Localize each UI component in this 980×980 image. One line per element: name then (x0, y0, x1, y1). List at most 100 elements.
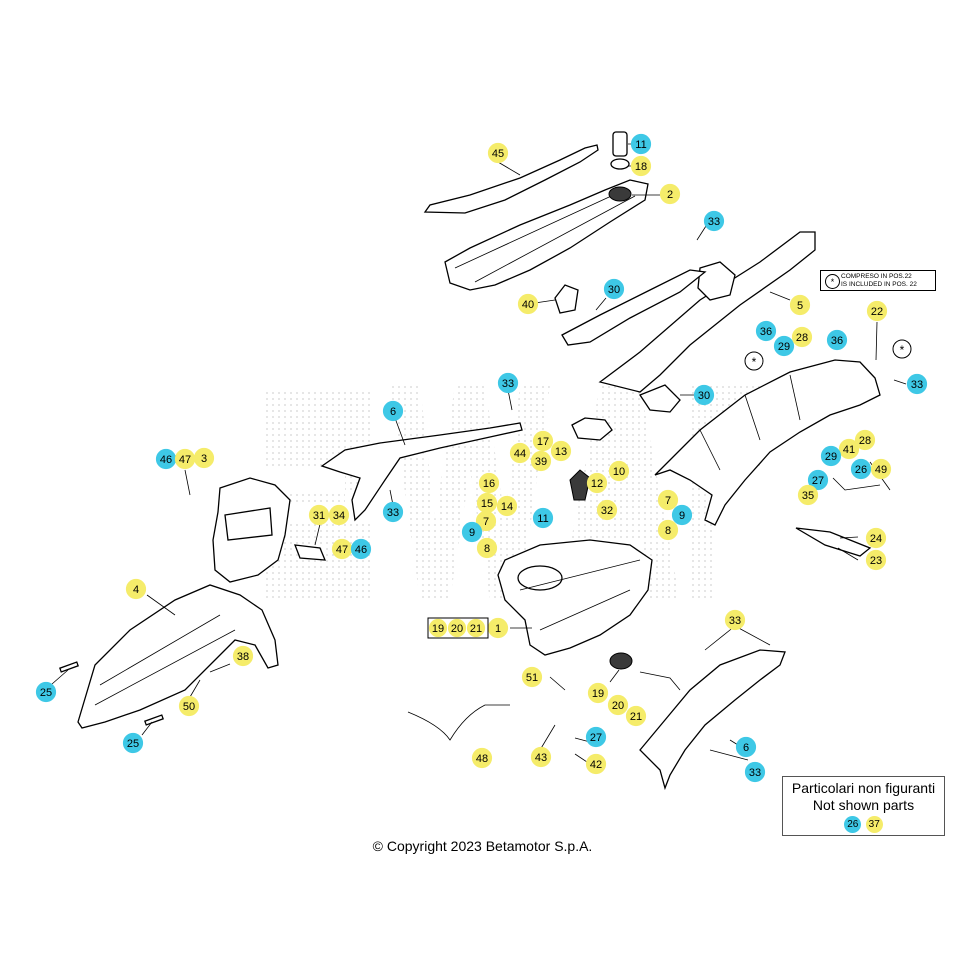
callout-number: 28 (796, 332, 808, 344)
callout-33: 33 (906, 373, 928, 395)
callout-7: 7 (657, 489, 679, 511)
callout-16: 16 (478, 472, 500, 494)
callout-number: 23 (870, 555, 882, 567)
callout-33: 33 (724, 609, 746, 631)
svg-text:*: * (752, 355, 757, 369)
callout-number: 25 (40, 687, 52, 699)
callout-46: 46 (155, 448, 177, 470)
callout-51: 51 (521, 666, 543, 688)
callout-number: 25 (127, 738, 139, 750)
callout-8: 8 (476, 537, 498, 559)
callout-34: 34 (328, 504, 350, 526)
callout-number: 24 (870, 533, 882, 545)
callout-12: 12 (586, 472, 608, 494)
seat-drawing (444, 179, 649, 291)
callout-number: 51 (526, 672, 538, 684)
callout-number: 33 (502, 378, 514, 390)
callout-33: 33 (382, 501, 404, 523)
callout-30: 30 (693, 384, 715, 406)
callout-46: 46 (350, 538, 372, 560)
not-shown-title-en: Not shown parts (812, 797, 915, 813)
callout-10: 10 (608, 460, 630, 482)
callout-number: 5 (797, 300, 803, 312)
callout-number: 39 (535, 456, 547, 468)
callout-4: 4 (125, 578, 147, 600)
rear-fender-drawing (654, 359, 881, 526)
callout-number: 19 (592, 688, 604, 700)
callout-number: 10 (613, 466, 625, 478)
callout-number: 29 (825, 451, 837, 463)
callout-24: 24 (865, 527, 887, 549)
callout-47: 47 (174, 448, 196, 470)
callout-48: 48 (471, 747, 493, 769)
star-markers: * * (744, 339, 912, 371)
callout-number: 15 (481, 498, 493, 510)
callout-40: 40 (517, 293, 539, 315)
callout-number: 22 (871, 306, 883, 318)
callout-49: 49 (870, 458, 892, 480)
group-callout-number: 20 (451, 623, 463, 635)
group-callout-21: 21 (466, 618, 486, 638)
callout-number: 50 (183, 701, 195, 713)
callout-31: 31 (308, 504, 330, 526)
callout-number: 46 (355, 544, 367, 556)
callout-5: 5 (789, 294, 811, 316)
callout-number: 34 (333, 510, 345, 522)
callout-11: 11 (532, 507, 554, 529)
callout-22: 22 (866, 300, 888, 322)
callout-27: 27 (807, 469, 829, 491)
callout-29: 29 (773, 335, 795, 357)
callout-27: 27 (585, 726, 607, 748)
callout-number: 40 (522, 299, 534, 311)
callout-number: 11 (635, 139, 646, 151)
callout-47: 47 (331, 538, 353, 560)
callout-number: 43 (535, 752, 547, 764)
callout-number: 9 (679, 510, 685, 522)
callout-number: 33 (387, 507, 399, 519)
callout-28: 28 (854, 429, 876, 451)
callout-number: 30 (698, 390, 710, 402)
callout-number: 36 (831, 335, 843, 347)
callout-number: 21 (630, 711, 642, 723)
group-callout-20: 20 (447, 618, 467, 638)
callout-number: 30 (608, 284, 620, 296)
callout-number: 13 (555, 446, 567, 458)
callout-14: 14 (496, 495, 518, 517)
callout-number: 46 (160, 454, 172, 466)
callout-number: 32 (601, 505, 613, 517)
not-shown-part-37: 37 (865, 816, 883, 833)
callout-25: 25 (122, 732, 144, 754)
callout-number: 47 (179, 454, 191, 466)
seat-bracket-drawing (554, 284, 579, 314)
callout-19: 19 (587, 682, 609, 704)
group-callout-number: 21 (470, 623, 482, 635)
callout-number: 29 (778, 341, 790, 353)
callout-number: 26 (855, 464, 867, 476)
callout-number: 6 (743, 742, 749, 754)
callout-number: 17 (537, 436, 549, 448)
callout-number: 6 (390, 406, 396, 418)
callout-3: 3 (193, 447, 215, 469)
callout-17: 17 (532, 430, 554, 452)
callout-25: 25 (35, 681, 57, 703)
leader-lines (51, 143, 907, 765)
callout-number: 49 (875, 464, 887, 476)
callout-8: 8 (657, 519, 679, 541)
callout-44: 44 (509, 442, 531, 464)
group-callout-19: 19 (428, 618, 448, 638)
side-panel-lower-drawing (639, 649, 786, 791)
callout-number: 8 (484, 543, 490, 555)
included-note-symbol: * (825, 274, 840, 289)
callout-number: 35 (802, 490, 814, 502)
callout-23: 23 (865, 549, 887, 571)
callout-6: 6 (382, 400, 404, 422)
callout-number: 3 (201, 453, 207, 465)
callout-number: 14 (501, 501, 513, 513)
callout-1: 1 (487, 617, 509, 639)
callout-number: 1 (495, 623, 501, 635)
callout-number: 36 (760, 326, 772, 338)
copyright-notice: © Copyright 2023 Betamotor S.p.A. (372, 838, 593, 854)
callout-26: 26 (850, 458, 872, 480)
callout-number: 7 (665, 495, 671, 507)
